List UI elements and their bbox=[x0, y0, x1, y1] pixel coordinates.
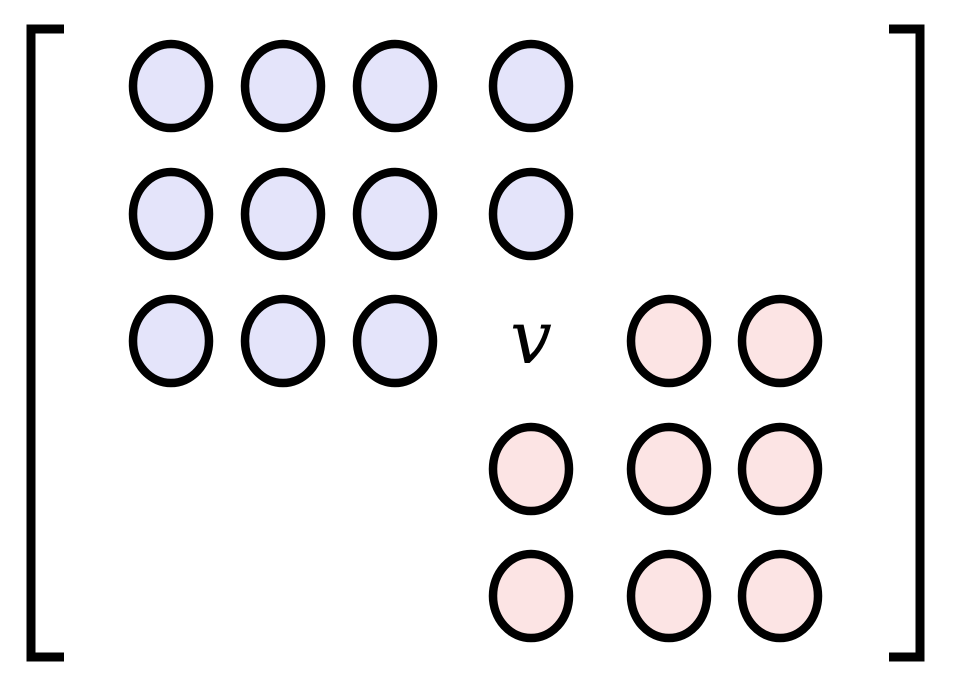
red-cell-r4-c4 bbox=[488, 422, 574, 516]
blue-cell-r1-c1 bbox=[128, 39, 214, 133]
blue-cell-r2-c1 bbox=[128, 167, 214, 261]
blue-cell-r1-c2 bbox=[240, 39, 326, 133]
red-cell-r5-c6 bbox=[737, 549, 823, 643]
blue-cell-r2-c3 bbox=[352, 167, 438, 261]
red-cell-r3-c6 bbox=[737, 294, 823, 388]
red-cell-r5-c4 bbox=[488, 549, 574, 643]
red-cell-r5-c5 bbox=[626, 549, 712, 643]
left-bracket bbox=[26, 24, 64, 662]
blue-cell-r1-c4 bbox=[488, 39, 574, 133]
blue-cell-r3-c2 bbox=[240, 294, 326, 388]
red-cell-r4-c6 bbox=[737, 422, 823, 516]
red-cell-r4-c5 bbox=[626, 422, 712, 516]
right-bracket bbox=[889, 24, 925, 662]
blue-cell-r1-c3 bbox=[352, 39, 438, 133]
center-label: v bbox=[510, 295, 552, 381]
blue-cell-r2-c2 bbox=[240, 167, 326, 261]
red-cell-r3-c5 bbox=[626, 294, 712, 388]
blue-cell-r2-c4 bbox=[488, 167, 574, 261]
blue-cell-r3-c3 bbox=[352, 294, 438, 388]
blue-cell-r3-c1 bbox=[128, 294, 214, 388]
matrix-cells: v bbox=[128, 39, 823, 643]
